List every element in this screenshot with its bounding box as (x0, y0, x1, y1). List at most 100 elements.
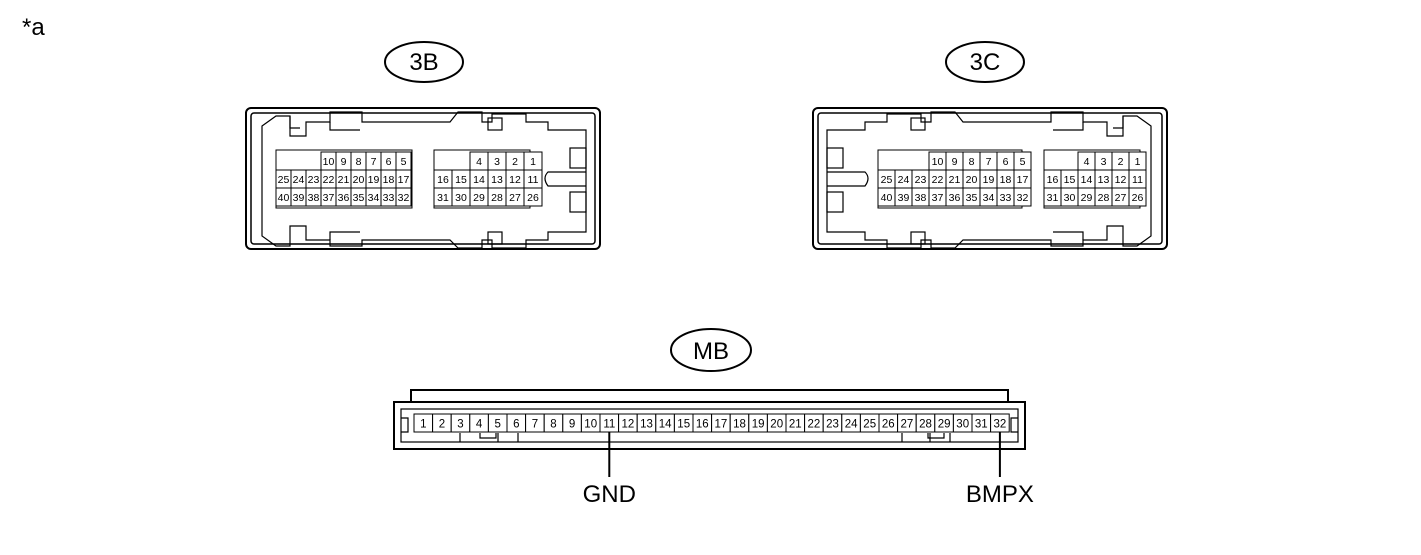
pin-number: 20 (353, 174, 365, 186)
callout-signal-label: GND (583, 481, 636, 508)
pin-number: 38 (915, 192, 927, 204)
connector-3b-label: 3B (409, 49, 438, 76)
pin-number: 5 (494, 419, 500, 431)
pin-number: 28 (491, 192, 503, 204)
pin-number: 19 (983, 174, 995, 186)
pin-number: 4 (476, 419, 483, 431)
pin-number: 1 (420, 419, 426, 431)
pin-number: 7 (371, 156, 377, 168)
pin-cavity (395, 187, 412, 207)
pin-number: 13 (1098, 174, 1110, 186)
pin-number: 12 (1115, 174, 1127, 186)
pin-number: 25 (863, 419, 876, 431)
pin-number: 20 (966, 174, 978, 186)
pin-number: 1 (1135, 156, 1141, 168)
pin-number: 36 (338, 192, 350, 204)
pin-number: 22 (808, 419, 821, 431)
pin-number: 13 (640, 419, 653, 431)
pin-number: 29 (938, 419, 951, 431)
pin-number: 9 (569, 419, 575, 431)
pin-number: 7 (986, 156, 992, 168)
pin-number: 6 (386, 156, 392, 168)
pin-number: 2 (439, 419, 445, 431)
pin-number: 23 (915, 174, 927, 186)
pin-number: 31 (1047, 192, 1059, 204)
pin-number: 9 (341, 156, 347, 168)
pin-number: 22 (932, 174, 944, 186)
pin-number: 26 (1132, 192, 1144, 204)
pin-number: 18 (1000, 174, 1012, 186)
pin-number: 39 (293, 192, 305, 204)
pin-number: 17 (1017, 174, 1029, 186)
pin-number: 35 (353, 192, 365, 204)
pin-number: 4 (1084, 156, 1090, 168)
pin-number: 14 (1081, 174, 1093, 186)
pin-number: 18 (733, 419, 746, 431)
pin-number: 35 (966, 192, 978, 204)
pin-number: 28 (919, 419, 932, 431)
pin-number: 24 (845, 419, 858, 431)
pin-number: 16 (696, 419, 709, 431)
pin-number: 9 (952, 156, 958, 168)
pin-number: 6 (513, 419, 519, 431)
pin-number: 27 (1115, 192, 1127, 204)
pin-number: 22 (323, 174, 335, 186)
pin-number: 27 (509, 192, 521, 204)
pin-number: 13 (491, 174, 503, 186)
pin-number: 32 (398, 192, 410, 204)
pin-number: 10 (584, 419, 597, 431)
pin-number: 15 (1064, 174, 1076, 186)
pin-number: 31 (975, 419, 988, 431)
pin-number: 29 (473, 192, 485, 204)
pin-number: 30 (1064, 192, 1076, 204)
pin-number: 27 (901, 419, 914, 431)
pin-number: 19 (368, 174, 380, 186)
pin-number: 26 (882, 419, 895, 431)
pin-number: 30 (455, 192, 467, 204)
pin-number: 11 (528, 174, 539, 186)
pin-number: 6 (1003, 156, 1009, 168)
pin-number: 34 (983, 192, 995, 204)
pin-number: 33 (1000, 192, 1012, 204)
pin-number: 23 (826, 419, 839, 431)
pin-number: 8 (969, 156, 975, 168)
pin-number: 3 (1101, 156, 1107, 168)
pin-number: 32 (994, 419, 1007, 431)
pin-number: 29 (1081, 192, 1093, 204)
pin-number: 36 (949, 192, 961, 204)
pin-number: 33 (383, 192, 395, 204)
pin-number: 24 (898, 174, 910, 186)
pin-number: 23 (308, 174, 320, 186)
pin-number: 37 (323, 192, 335, 204)
pin-number: 25 (881, 174, 893, 186)
pin-number: 8 (550, 419, 556, 431)
pin-number: 21 (949, 174, 961, 186)
pin-number: 17 (715, 419, 728, 431)
pin-number: 15 (677, 419, 690, 431)
pin-number: 3 (457, 419, 463, 431)
pin-number: 25 (278, 174, 290, 186)
pin-number: 39 (898, 192, 910, 204)
pin-number: 38 (308, 192, 320, 204)
pin-number: 8 (356, 156, 362, 168)
pin-number: 20 (770, 419, 783, 431)
pin-number: 11 (1132, 174, 1143, 186)
pin-number: 2 (1118, 156, 1124, 168)
figure-label: *a (22, 14, 45, 41)
pin-number: 10 (323, 156, 335, 168)
connector-mb-label-bubble (670, 328, 752, 372)
pin-number: 11 (603, 419, 615, 431)
pin-number: 24 (293, 174, 305, 186)
pin-cavity (523, 187, 543, 207)
pin-number: 18 (383, 174, 395, 186)
pin-number: 21 (338, 174, 350, 186)
connector-mb-housing (393, 389, 1026, 450)
